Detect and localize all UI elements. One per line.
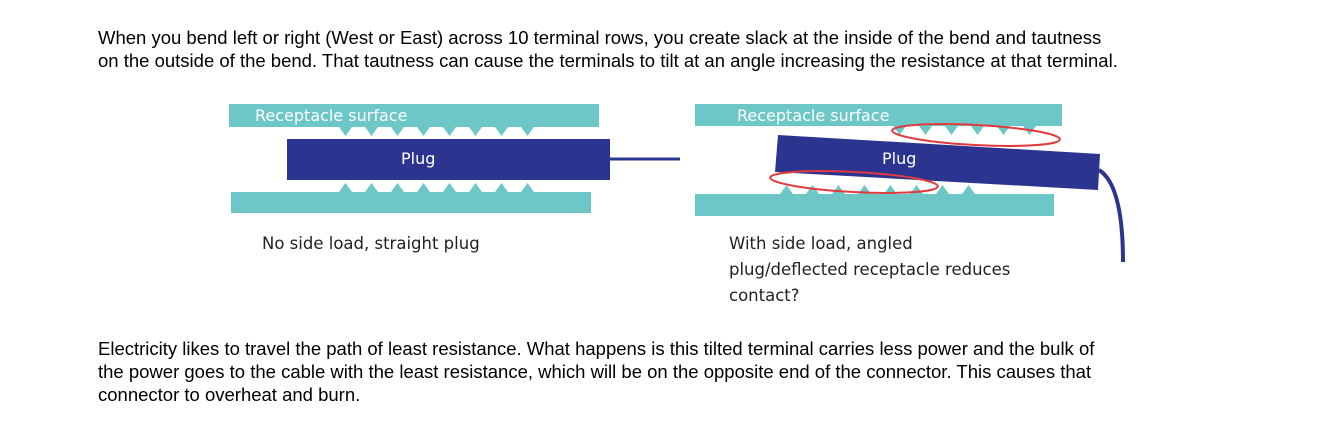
intro-line-1: When you bend left or right (West or Eas… bbox=[98, 27, 1102, 48]
right-top-receptacle bbox=[695, 104, 1062, 126]
left-top-terminal bbox=[469, 127, 482, 136]
left-panel: Receptacle surface Plug bbox=[229, 104, 680, 213]
left-top-receptacle bbox=[229, 104, 599, 127]
left-caption: No side load, straight plug bbox=[262, 234, 480, 253]
right-bottom-terminal bbox=[884, 185, 897, 194]
left-bottom-terminal bbox=[495, 183, 508, 192]
conclusion-line-2: the power goes to the cable with the lea… bbox=[98, 361, 1092, 382]
right-cable bbox=[1097, 168, 1125, 263]
left-bottom-terminal bbox=[339, 183, 352, 192]
right-plug bbox=[775, 135, 1100, 190]
intro-line-2: on the outside of the bend. That tautnes… bbox=[98, 50, 1118, 71]
left-top-terminal bbox=[339, 127, 352, 136]
conclusion-paragraph: Electricity likes to travel the path of … bbox=[98, 337, 1288, 406]
left-top-terminal bbox=[443, 127, 456, 136]
left-top-terminal bbox=[417, 127, 430, 136]
right-bottom-terminal bbox=[832, 185, 845, 194]
right-bottom-terminal bbox=[780, 185, 793, 194]
left-bottom-terminal bbox=[365, 183, 378, 192]
conclusion-line-1: Electricity likes to travel the path of … bbox=[98, 338, 1095, 359]
left-top-terminal bbox=[495, 127, 508, 136]
right-caption-line-3: contact? bbox=[729, 286, 800, 305]
right-bottom-terminal bbox=[936, 185, 949, 194]
right-bottom-receptacle bbox=[695, 194, 1054, 216]
right-top-terminal bbox=[971, 126, 984, 135]
right-caption: With side load, angled plug/deflected re… bbox=[729, 231, 1049, 309]
top-highlight-ellipse bbox=[891, 123, 1061, 147]
left-bottom-receptacle bbox=[231, 192, 591, 213]
left-plug bbox=[287, 139, 610, 180]
left-plug-label: Plug bbox=[401, 149, 435, 168]
left-receptacle-label: Receptacle surface bbox=[255, 106, 407, 125]
bottom-highlight-ellipse bbox=[769, 170, 939, 194]
left-bottom-terminal bbox=[443, 183, 456, 192]
right-caption-line-1: With side load, angled bbox=[729, 234, 913, 253]
left-bottom-terminal bbox=[521, 183, 534, 192]
right-top-terminal bbox=[945, 126, 958, 135]
left-top-terminal bbox=[521, 127, 534, 136]
right-panel: Receptacle surface Plug bbox=[695, 104, 1125, 263]
right-bottom-terminal bbox=[962, 185, 975, 194]
left-bottom-terminal bbox=[391, 183, 404, 192]
right-top-terminal bbox=[997, 126, 1010, 135]
right-caption-line-2: plug/deflected receptacle reduces bbox=[729, 260, 1011, 279]
right-top-terminal bbox=[919, 126, 932, 135]
right-plug-label: Plug bbox=[882, 149, 916, 168]
left-bottom-terminal bbox=[469, 183, 482, 192]
right-receptacle-label: Receptacle surface bbox=[737, 106, 889, 125]
left-top-terminal bbox=[391, 127, 404, 136]
left-top-terminal bbox=[365, 127, 378, 136]
conclusion-line-3: connector to overheat and burn. bbox=[98, 384, 361, 405]
intro-paragraph: When you bend left or right (West or Eas… bbox=[98, 26, 1288, 72]
left-bottom-terminal bbox=[417, 183, 430, 192]
